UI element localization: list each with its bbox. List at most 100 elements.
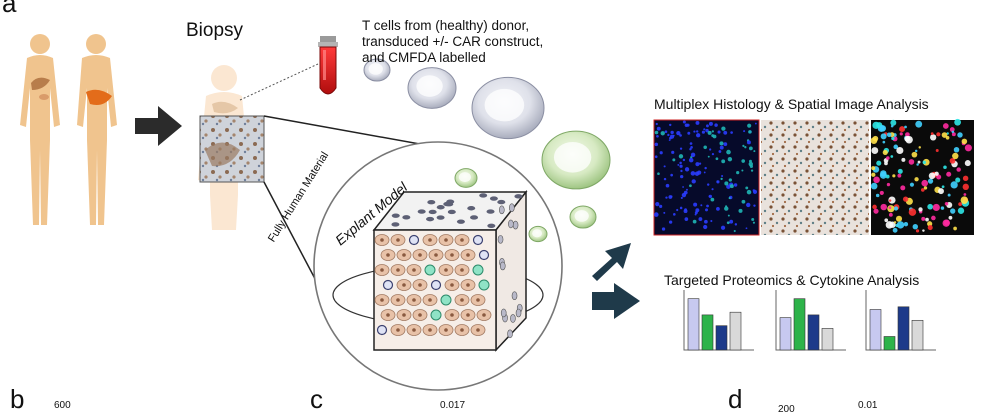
histology-image-brightfield bbox=[761, 120, 869, 235]
tissue-side-cell bbox=[498, 205, 505, 215]
fluorescent-cell bbox=[714, 123, 718, 127]
fluorescent-cell bbox=[690, 152, 696, 158]
spatial-cell bbox=[892, 227, 898, 233]
fluorescent-cell bbox=[668, 139, 671, 142]
fluorescent-cell bbox=[682, 158, 686, 162]
spatial-cell bbox=[890, 119, 897, 126]
spatial-cell bbox=[890, 155, 894, 158]
fluorescent-cell bbox=[710, 197, 715, 202]
fluorescent-cell bbox=[729, 184, 734, 189]
fluorescent-cell bbox=[655, 201, 660, 207]
spatial-cell bbox=[944, 201, 949, 206]
bar bbox=[793, 298, 806, 351]
spatial-cell bbox=[951, 130, 955, 134]
fluorescent-cell bbox=[667, 133, 670, 137]
spatial-cell bbox=[876, 160, 882, 166]
tissue-cell-nucleus bbox=[444, 328, 448, 332]
spatial-cell bbox=[895, 215, 903, 222]
fluorescent-cell bbox=[671, 150, 675, 154]
tissue-surface-dot bbox=[428, 209, 437, 215]
fluorescent-cell bbox=[749, 164, 753, 169]
fluorescent-cell bbox=[654, 155, 658, 159]
tcell-nucleus bbox=[532, 229, 543, 238]
fluorescent-cell bbox=[695, 162, 700, 167]
spatial-cell bbox=[918, 146, 921, 149]
spatial-cell bbox=[962, 183, 969, 191]
spatial-cell bbox=[882, 140, 886, 144]
bar bbox=[897, 306, 910, 351]
spatial-cell bbox=[927, 203, 934, 210]
fluorescent-cell bbox=[754, 122, 757, 125]
fluorescent-cell bbox=[698, 217, 703, 221]
fluorescent-cell bbox=[695, 133, 701, 138]
tcell-nucleus bbox=[458, 172, 471, 183]
bar bbox=[911, 319, 924, 351]
fluorescent-cell bbox=[730, 131, 733, 134]
spatial-cell bbox=[938, 188, 944, 195]
fluorescent-cell bbox=[727, 156, 733, 162]
tissue-cell-nucleus bbox=[428, 298, 432, 302]
bar bbox=[715, 325, 728, 351]
fluorescent-cell bbox=[665, 196, 668, 199]
spatial-cell bbox=[955, 177, 961, 183]
fluorescent-cell bbox=[723, 130, 728, 135]
fluorescent-cell bbox=[720, 225, 726, 230]
spatial-cell bbox=[887, 205, 895, 213]
tissue-cell-nucleus bbox=[444, 238, 448, 242]
fluorescent-cell bbox=[654, 212, 659, 217]
spatial-cell bbox=[879, 190, 884, 196]
fluorescent-cell bbox=[734, 223, 738, 226]
fluorescent-cell bbox=[750, 169, 754, 172]
fluorescent-cell bbox=[717, 130, 721, 134]
spatial-cell bbox=[873, 176, 880, 184]
spatial-cell bbox=[902, 196, 909, 202]
fluorescent-cell bbox=[733, 183, 738, 187]
spatial-cell bbox=[936, 132, 941, 137]
tissue-cell-nucleus bbox=[396, 298, 400, 302]
tissue-cell-nucleus bbox=[460, 268, 464, 272]
fluorescent-cell bbox=[703, 128, 706, 131]
fluorescent-cell bbox=[660, 131, 665, 136]
tcell-nucleus bbox=[368, 63, 383, 75]
spatial-cell bbox=[942, 123, 949, 129]
fluorescent-cell bbox=[688, 157, 694, 163]
car-tcell-marker bbox=[472, 264, 484, 276]
spatial-cell bbox=[950, 181, 958, 189]
fluorescent-cell bbox=[752, 221, 755, 224]
spatial-cell bbox=[949, 157, 956, 164]
tissue-surface-dot bbox=[470, 215, 479, 220]
fluorescent-cell bbox=[726, 221, 730, 225]
fluorescent-cell bbox=[707, 155, 710, 158]
spatial-cell bbox=[921, 179, 929, 187]
fluorescent-cell bbox=[664, 130, 668, 134]
fluorescent-cell bbox=[719, 141, 724, 146]
spatial-cell bbox=[896, 146, 904, 155]
car-tcell-marker bbox=[430, 309, 442, 321]
fluorescent-cell bbox=[670, 173, 673, 177]
spatial-cell bbox=[953, 147, 960, 153]
fluorescent-cell bbox=[670, 130, 674, 135]
bar bbox=[821, 328, 834, 351]
spatial-cell bbox=[921, 216, 926, 221]
spatial-cell bbox=[897, 168, 903, 174]
tissue-cube-icon bbox=[372, 189, 528, 352]
tissue-cell-nucleus bbox=[418, 283, 422, 287]
tissue-cell-nucleus bbox=[450, 313, 454, 317]
tissue-surface-dot bbox=[479, 193, 488, 198]
tissue-cell-nucleus bbox=[380, 238, 384, 242]
spatial-cell bbox=[901, 157, 906, 162]
tissue-surface-dot bbox=[443, 201, 452, 207]
fluorescent-cell bbox=[733, 229, 736, 233]
fluorescent-cell bbox=[672, 158, 676, 162]
spatial-cell bbox=[896, 221, 905, 229]
tissue-cell-nucleus bbox=[466, 313, 470, 317]
spatial-cell bbox=[911, 151, 918, 158]
spatial-cell bbox=[886, 132, 892, 138]
spatial-cell bbox=[947, 193, 951, 197]
spatial-cell bbox=[899, 132, 903, 136]
panel-letter-b: b bbox=[10, 384, 25, 414]
fluorescent-cell bbox=[680, 174, 684, 179]
fluorescent-cell bbox=[680, 169, 683, 173]
car-tcell-marker bbox=[478, 279, 490, 291]
spatial-cell bbox=[960, 196, 969, 204]
